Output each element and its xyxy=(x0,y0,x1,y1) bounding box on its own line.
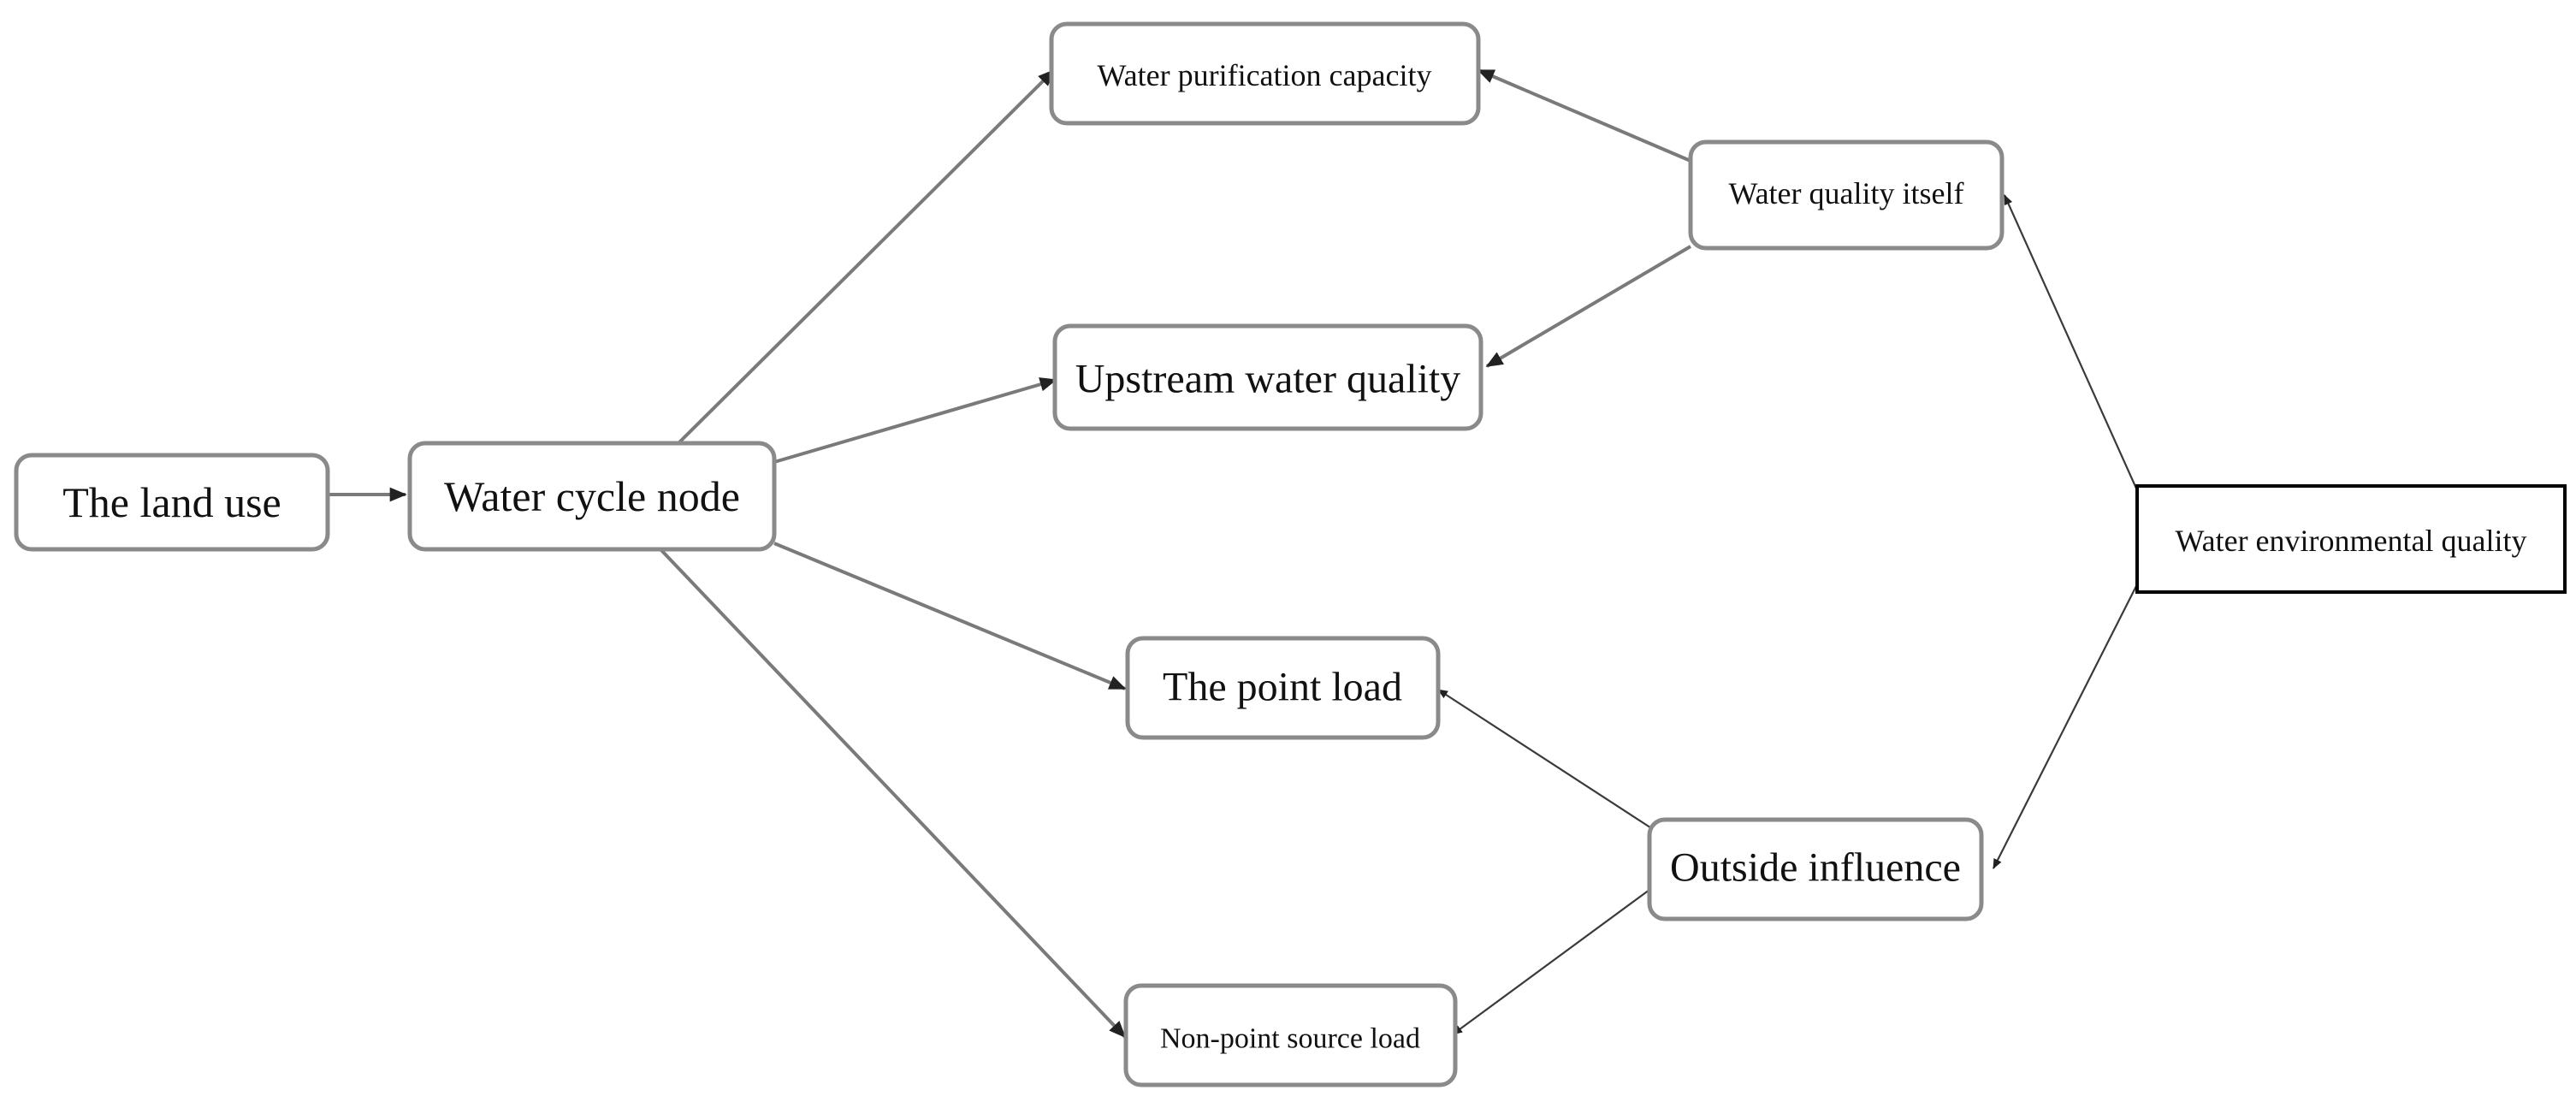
edge-water-cycle-node-to-non-point-load xyxy=(659,548,1127,1039)
edges xyxy=(328,68,2139,1039)
node-non-point-load-label: Non-point source load xyxy=(1160,1023,1420,1055)
node-upstream-quality-label: Upstream water quality xyxy=(1075,357,1461,402)
node-land-use-label: The land use xyxy=(62,478,281,526)
edge-outside-influence-to-non-point-load xyxy=(1452,889,1650,1035)
edge-water-cycle-node-to-water-purification xyxy=(677,68,1056,445)
edge-water-quality-itself-to-water-purification xyxy=(1477,68,1691,163)
node-water-cycle: Water cycle node xyxy=(407,441,777,552)
edge-outside-influence-to-point-load xyxy=(1437,689,1659,833)
edge-water-cycle-node-to-upstream-quality xyxy=(773,377,1057,464)
edge-water-quality-itself-to-upstream-quality xyxy=(1485,245,1692,368)
node-point-load: The point load xyxy=(1125,636,1441,740)
node-water-quality-itself-label: Water quality itself xyxy=(1728,176,1963,210)
edge-water-env-quality-to-water-quality-itself xyxy=(2003,194,2139,491)
node-water-cycle-label: Water cycle node xyxy=(444,472,740,520)
node-water-purification-label: Water purification capacity xyxy=(1098,58,1432,92)
edge-water-env-quality-to-outside-influence xyxy=(1993,584,2138,869)
edge-water-cycle-node-to-point-load xyxy=(773,542,1127,690)
node-water-env-quality-label: Water environmental quality xyxy=(2176,524,2527,558)
node-point-load-label: The point load xyxy=(1163,665,1402,710)
node-outside-influence: Outside influence xyxy=(1647,817,1984,921)
node-non-point-load: Non-point source load xyxy=(1123,983,1458,1087)
node-outside-influence-label: Outside influence xyxy=(1670,845,1961,891)
node-water-env-quality: Water environmental quality xyxy=(2135,484,2567,594)
node-water-purification: Water purification capacity xyxy=(1049,21,1481,126)
node-upstream-quality: Upstream water quality xyxy=(1052,323,1483,431)
node-land-use: The land use xyxy=(14,453,330,552)
node-water-quality-itself: Water quality itself xyxy=(1688,139,2005,251)
